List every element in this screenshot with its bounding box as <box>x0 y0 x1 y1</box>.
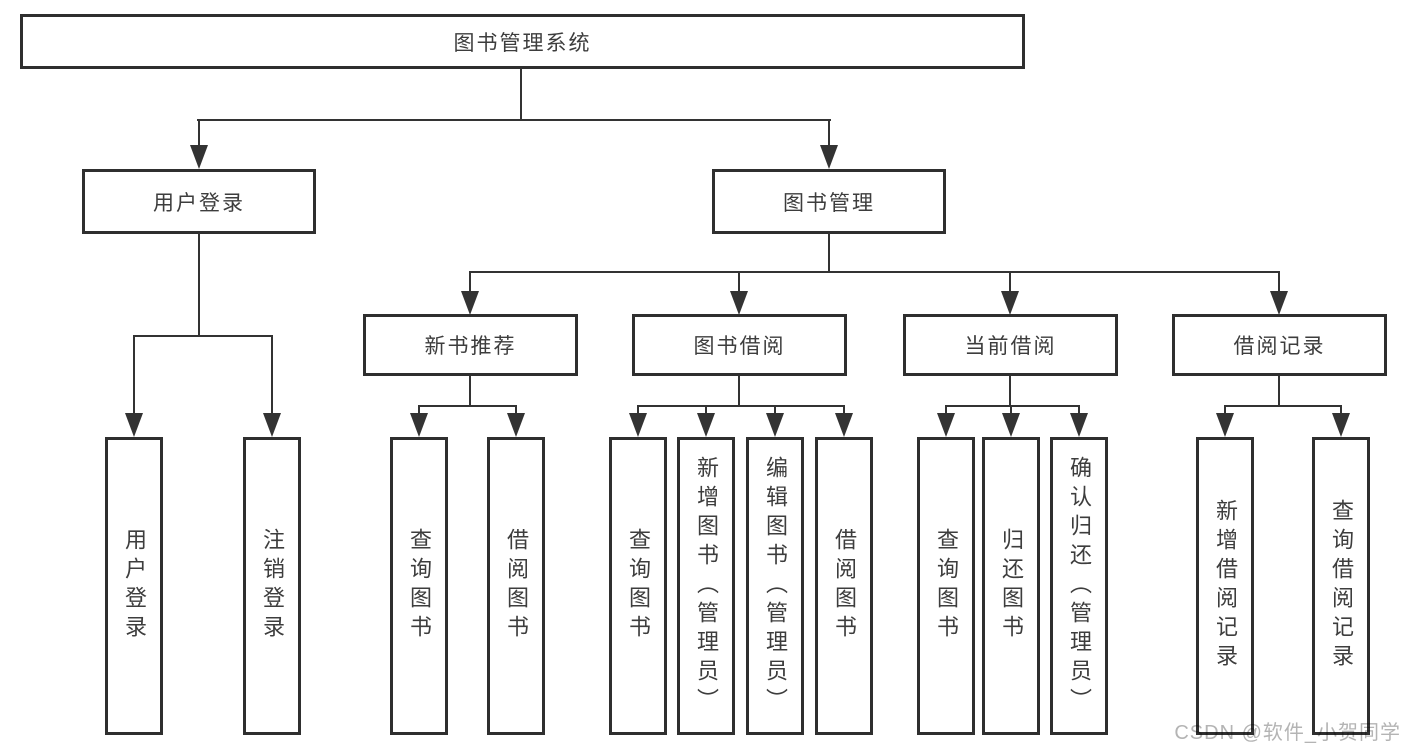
connector-line <box>197 119 831 121</box>
leaf-confirm-return-admin: 确认归还（管理员） <box>1050 437 1108 735</box>
connector-line <box>843 405 845 418</box>
node-book-management-system: 图书管理系统 <box>20 14 1025 69</box>
arrow-down-icon <box>1332 413 1350 437</box>
arrow-down-icon <box>730 291 748 315</box>
node-book-borrowing: 图书借阅 <box>632 314 847 376</box>
connector-line <box>520 68 522 121</box>
connector-line <box>271 335 273 418</box>
connector-line <box>1009 376 1011 407</box>
arrow-down-icon <box>820 145 838 169</box>
arrow-down-icon <box>1002 413 1020 437</box>
arrow-down-icon <box>766 413 784 437</box>
node-label: 当前借阅 <box>964 335 1057 358</box>
arrow-down-icon <box>1001 291 1019 315</box>
leaf-label: 注销登录 <box>260 528 285 644</box>
leaf-add-book-admin: 新增图书（管理员） <box>677 437 735 735</box>
node-user-login: 用户登录 <box>82 169 316 234</box>
arrow-down-icon <box>125 413 143 437</box>
leaf-query-books-borrowing: 查询图书 <box>609 437 667 735</box>
connector-line <box>418 405 420 418</box>
node-label: 借阅记录 <box>1233 335 1326 358</box>
leaf-logout: 注销登录 <box>243 437 301 735</box>
connector-line <box>705 405 707 418</box>
arrow-down-icon <box>1216 413 1234 437</box>
connector-line <box>1278 271 1280 296</box>
connector-line <box>738 376 740 407</box>
connector-line <box>945 405 1079 407</box>
leaf-label: 用户登录 <box>122 528 147 644</box>
leaf-label: 借阅图书 <box>832 528 857 644</box>
arrow-down-icon <box>1270 291 1288 315</box>
leaf-label: 借阅图书 <box>504 528 529 644</box>
arrow-down-icon <box>410 413 428 437</box>
connector-line <box>469 376 471 407</box>
connector-line <box>198 119 200 151</box>
connector-line <box>469 271 1280 273</box>
node-current-borrowing: 当前借阅 <box>903 314 1118 376</box>
connector-line <box>945 405 947 418</box>
arrow-down-icon <box>835 413 853 437</box>
node-label: 图书管理 <box>783 191 875 215</box>
connector-line <box>133 335 273 337</box>
leaf-borrow-books-recommend: 借阅图书 <box>487 437 545 735</box>
leaf-label: 查询图书 <box>407 528 432 644</box>
connector-line <box>637 405 639 418</box>
node-borrowing-records: 借阅记录 <box>1172 314 1387 376</box>
connector-line <box>828 233 830 273</box>
leaf-label: 编辑图书（管理员） <box>763 455 788 717</box>
arrow-down-icon <box>1070 413 1088 437</box>
leaf-label: 查询借阅记录 <box>1329 499 1354 673</box>
connector-line <box>1278 376 1280 407</box>
node-label: 用户登录 <box>153 191 245 215</box>
connector-line <box>198 233 200 337</box>
connector-line <box>1078 405 1080 418</box>
leaf-label: 归还图书 <box>999 528 1024 644</box>
arrow-down-icon <box>697 413 715 437</box>
leaf-query-books-current: 查询图书 <box>917 437 975 735</box>
arrow-down-icon <box>190 145 208 169</box>
leaf-add-borrow-record: 新增借阅记录 <box>1196 437 1254 735</box>
connector-line <box>418 405 517 407</box>
arrow-down-icon <box>263 413 281 437</box>
connector-line <box>133 335 135 418</box>
node-label: 新书推荐 <box>424 335 517 358</box>
connector-line <box>774 405 776 418</box>
leaf-query-borrow-record: 查询借阅记录 <box>1312 437 1370 735</box>
node-label: 图书管理系统 <box>453 31 592 55</box>
node-label: 图书借阅 <box>693 335 786 358</box>
connector-line <box>1340 405 1342 418</box>
leaf-label: 新增图书（管理员） <box>694 455 719 717</box>
connector-line <box>738 271 740 296</box>
arrow-down-icon <box>937 413 955 437</box>
csdn-watermark: CSDN @软件_小贺同学 <box>1174 722 1401 744</box>
leaf-label: 新增借阅记录 <box>1213 499 1238 673</box>
arrow-down-icon <box>629 413 647 437</box>
connector-line <box>1224 405 1226 418</box>
connector-line <box>637 405 845 407</box>
connector-line <box>828 119 830 151</box>
leaf-borrow-books-borrowing: 借阅图书 <box>815 437 873 735</box>
leaf-label: 查询图书 <box>626 528 651 644</box>
connector-line <box>469 271 471 296</box>
leaf-user-login: 用户登录 <box>105 437 163 735</box>
connector-line <box>1009 271 1011 296</box>
arrow-down-icon <box>461 291 479 315</box>
leaf-label: 查询图书 <box>934 528 959 644</box>
leaf-return-book: 归还图书 <box>982 437 1040 735</box>
arrow-down-icon <box>507 413 525 437</box>
node-book-management: 图书管理 <box>712 169 946 234</box>
leaf-edit-book-admin: 编辑图书（管理员） <box>746 437 804 735</box>
node-new-book-recommend: 新书推荐 <box>363 314 578 376</box>
connector-line <box>1224 405 1342 407</box>
connector-line <box>515 405 517 418</box>
connector-line <box>1010 405 1012 418</box>
leaf-label: 确认归还（管理员） <box>1067 455 1092 717</box>
leaf-query-books-recommend: 查询图书 <box>390 437 448 735</box>
